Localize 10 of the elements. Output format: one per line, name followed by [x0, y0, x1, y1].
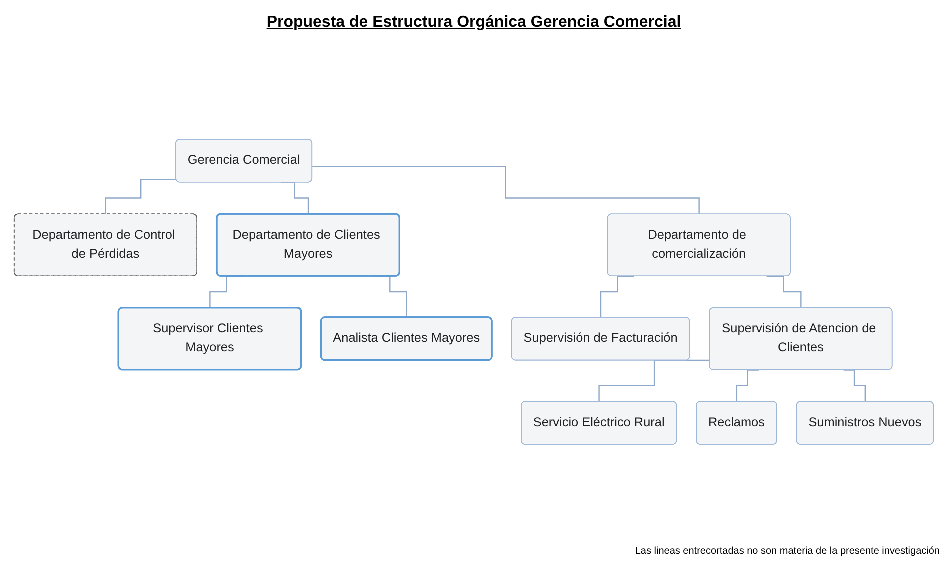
connector [105, 179, 176, 216]
connector [844, 370, 866, 403]
connector [281, 182, 310, 216]
connector [600, 276, 635, 318]
connector [736, 370, 759, 403]
connector [598, 360, 710, 403]
footnote: Las lineas entrecortadas no son materia de la presente investigación [635, 546, 940, 557]
connector [312, 166, 700, 216]
chart-title: Propuesta de Estructura Orgánica Gerencia Comercial [266, 14, 682, 32]
connector [766, 276, 802, 309]
